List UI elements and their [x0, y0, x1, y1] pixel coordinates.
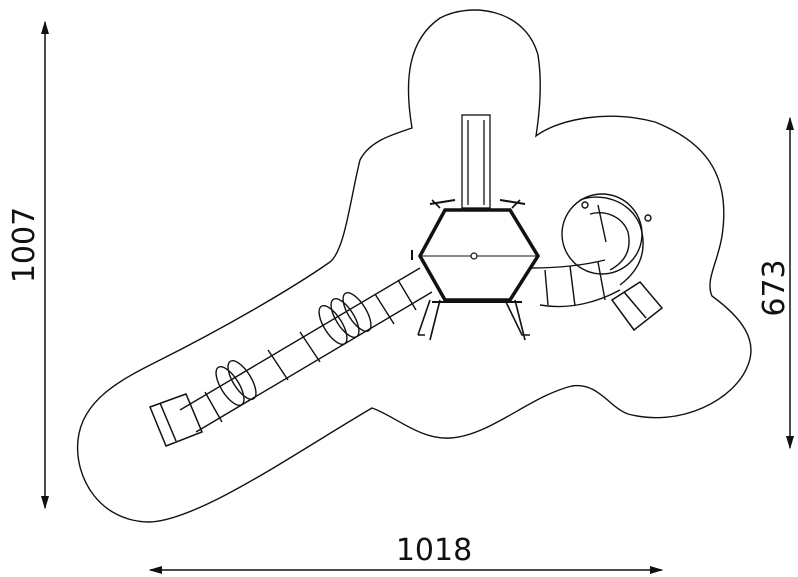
tower-legs [417, 199, 530, 341]
safety-zone-outline [76, 9, 752, 523]
tube-slide-straight [179, 267, 433, 433]
width-dimension-label: 1018 [396, 533, 472, 568]
slide-exit-right [610, 281, 664, 332]
height-dimension-label: 1007 [7, 207, 42, 283]
tower-platform [411, 199, 541, 303]
side-dimension-label: 673 [757, 259, 792, 316]
slide-exit-left [149, 393, 203, 447]
ladder [461, 114, 491, 209]
tube-slide-spiral [529, 193, 652, 308]
